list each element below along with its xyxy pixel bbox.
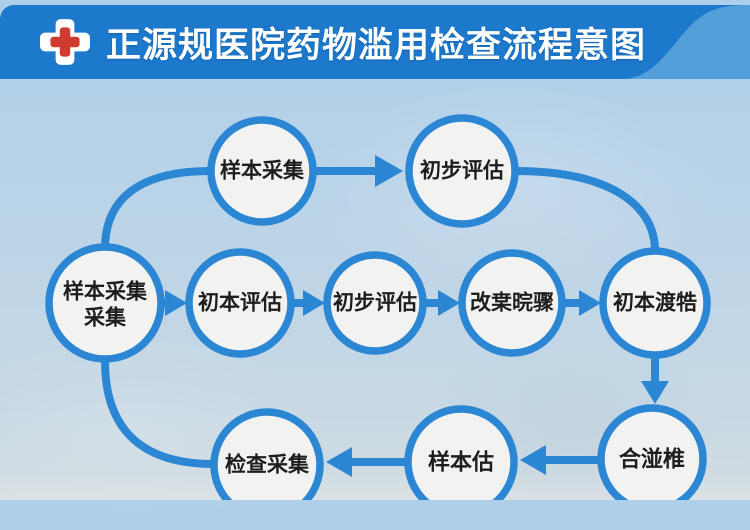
connector-top-to-midright — [511, 167, 659, 255]
node-label: 合湴椎 — [619, 447, 685, 472]
node-circle — [599, 247, 711, 359]
header-banner: 正源规医院药物滥用检查流程意图 — [0, 5, 750, 79]
flow-node-sample-collection-top: 样本采集 — [207, 116, 317, 226]
node-label: 初步评估 — [420, 159, 504, 183]
node-circle — [323, 251, 427, 355]
node-label-line2: 采集 — [84, 306, 127, 330]
arrow-left-icon — [520, 445, 546, 475]
connector-bottomleft-to-left — [101, 357, 218, 468]
node-label: 初本评估 — [198, 291, 282, 315]
arrow-right-icon — [579, 290, 601, 316]
arrow-right-icon — [165, 290, 187, 316]
arrow-left-icon — [326, 447, 352, 477]
flow-node-mid-assessment-1: 初本评估 — [185, 248, 295, 358]
node-circle — [597, 404, 707, 500]
flow-node-bottom-middle: 样本估 — [404, 405, 518, 500]
node-circle — [185, 248, 295, 358]
flow-node-sample-collection-left: 样本采集 采集 — [45, 243, 165, 363]
flow-node-mid-assessment-2: 初步评估 — [323, 251, 427, 355]
node-circle — [207, 116, 317, 226]
medical-cross-icon — [40, 19, 90, 65]
node-label-line1: 样本采集 — [63, 280, 148, 304]
node-label: 初步评估 — [333, 291, 417, 315]
node-label: 样本估 — [428, 450, 494, 475]
flow-node-bottom-left: 检查采集 — [210, 408, 324, 500]
flow-node-mid-right: 初本渡牿 — [599, 247, 711, 359]
arrow-right-icon — [303, 290, 325, 316]
node-circle — [405, 114, 519, 228]
arrow-down-icon — [641, 381, 669, 404]
node-circle — [458, 249, 566, 357]
flow-node-mid-step-3: 改枽晥骤 — [458, 249, 566, 357]
flow-node-initial-assessment-top: 初步评估 — [405, 114, 519, 228]
arrow-right-icon — [375, 155, 403, 187]
page-title: 正源规医院药物滥用检查流程意图 — [106, 25, 647, 65]
node-circle — [45, 243, 165, 363]
node-label: 样本采集 — [220, 159, 305, 183]
flow-node-bottom-right: 合湴椎 — [597, 404, 707, 500]
node-label: 初本渡牿 — [613, 291, 697, 315]
node-circle — [210, 408, 324, 500]
banner-swoosh-decoration — [622, 5, 750, 79]
flowchart: 样本采集 初步评估 样本采集 采集 初本评估 初步评估 改枽晥骤 初本渡牿 合湴… — [45, 114, 711, 500]
node-label: 改枽晥骤 — [470, 291, 554, 315]
arrow-right-icon — [438, 290, 460, 316]
connector-left-to-top — [101, 167, 215, 253]
node-circle — [404, 405, 518, 500]
node-label: 检查采集 — [225, 453, 310, 477]
